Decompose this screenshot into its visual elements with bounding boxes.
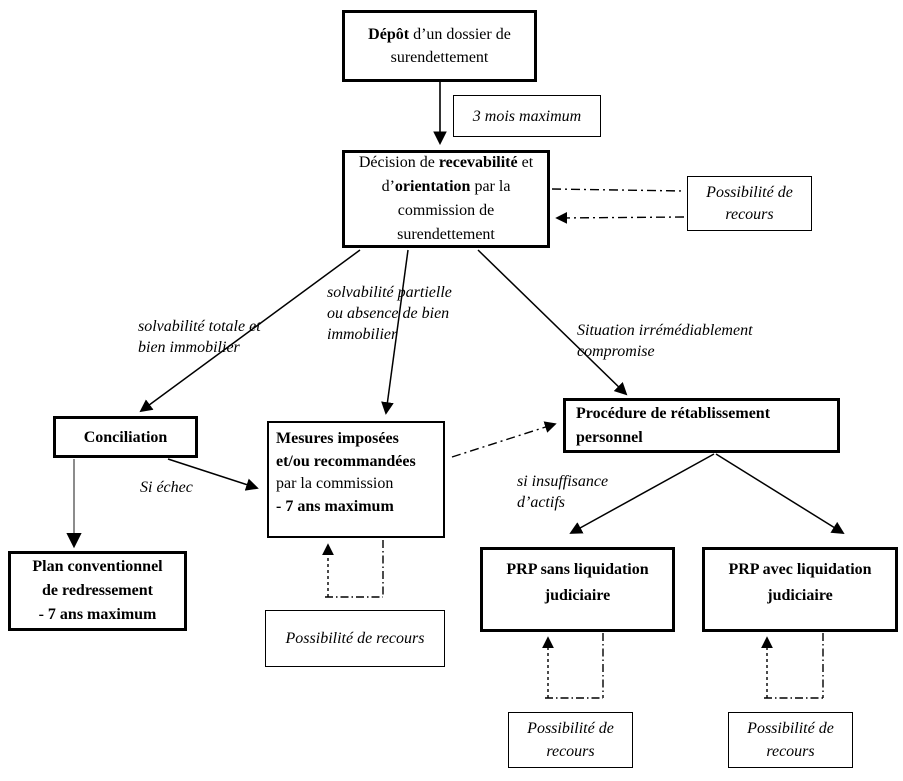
plan-text: Plan conventionnel de redressement - 7 a…: [32, 555, 162, 627]
recours-top-label: Possibilité de recours: [706, 183, 793, 223]
depot-keyword: Dépôt: [368, 26, 410, 43]
prp-sans-label: PRP sans liquidation judiciaire: [506, 561, 649, 604]
conciliation-label: Conciliation: [83, 428, 168, 446]
edge-label-si-echec: Si échec: [140, 479, 193, 496]
decision-recevabilite: recevabilité: [438, 154, 518, 171]
node-recours-decision: Possibilité de recours: [687, 176, 812, 231]
edge-label-solvabilite-partielle: solvabilité partielle ou absence de bien…: [327, 284, 452, 343]
decision-p3: par la commission de surendettement: [397, 178, 511, 243]
node-depot-text: Dépôt d’un dossier de surendettement: [345, 19, 534, 73]
prp-avec-label: PRP avec liquidation judiciaire: [728, 561, 872, 604]
plan-line3: - 7 ans maximum: [38, 606, 157, 623]
node-prp-sans-liquidation: PRP sans liquidation judiciaire: [480, 547, 675, 632]
dashdot-decision-to-recours: [551, 188, 685, 192]
node-recours-prp-sans: Possibilité de recours: [508, 712, 633, 768]
dashdot-mesures-to-procedure: [451, 421, 557, 458]
recours-prp-avec-label: Possibilité de recours: [747, 720, 834, 760]
node-mesures-imposees: Mesures imposées et/ou recommandées par …: [267, 421, 445, 538]
node-recours-mesures: Possibilité de recours: [265, 610, 445, 667]
edge-label-si-insuffisance: si insuffisance d’actifs: [517, 473, 609, 511]
decision-text: Décision de recevabilité et d’orientatio…: [345, 149, 547, 249]
delay-label: 3 mois maximum: [472, 107, 582, 125]
procedure-label: Procédure de rétablissement personnel: [576, 404, 771, 446]
recours-prp-sans-label: Possibilité de recours: [527, 720, 614, 760]
node-prp-avec-liquidation: PRP avec liquidation judiciaire: [702, 547, 898, 632]
edge-label-solvabilite-totale: solvabilité totale et bien immobilier: [138, 318, 261, 356]
edge-label-situation-compromise: Situation irrémédiablement compromise: [577, 322, 753, 360]
node-procedure-retablissement: Procédure de rétablissement personnel: [563, 398, 840, 453]
recours-mesures-label: Possibilité de recours: [285, 630, 425, 647]
decision-orientation: orientation: [394, 178, 471, 195]
arrow-procedure-to-prp-avec: [715, 453, 845, 535]
mesures-bold2: - 7 ans maximum: [276, 497, 394, 515]
mesures-normal: par la commission: [276, 475, 394, 492]
edge-label-box-3-mois: 3 mois maximum: [453, 95, 601, 137]
decision-p1: Décision de: [358, 154, 439, 171]
node-decision-recevabilite: Décision de recevabilité et d’orientatio…: [342, 150, 550, 248]
decision-p2: et d’: [381, 154, 534, 195]
node-depot-dossier: Dépôt d’un dossier de surendettement: [342, 10, 537, 82]
plan-line1: Plan conventionnel: [32, 558, 163, 575]
depot-rest: d’un dossier de surendettement: [390, 26, 511, 66]
mesures-bold1: Mesures imposées et/ou recommandées: [276, 430, 416, 470]
dashdot-recours-to-decision: [555, 211, 685, 224]
node-conciliation: Conciliation: [53, 416, 198, 458]
node-recours-prp-avec: Possibilité de recours: [728, 712, 853, 768]
plan-line2: de redressement: [42, 582, 153, 599]
node-plan-conventionnel: Plan conventionnel de redressement - 7 a…: [8, 551, 187, 631]
